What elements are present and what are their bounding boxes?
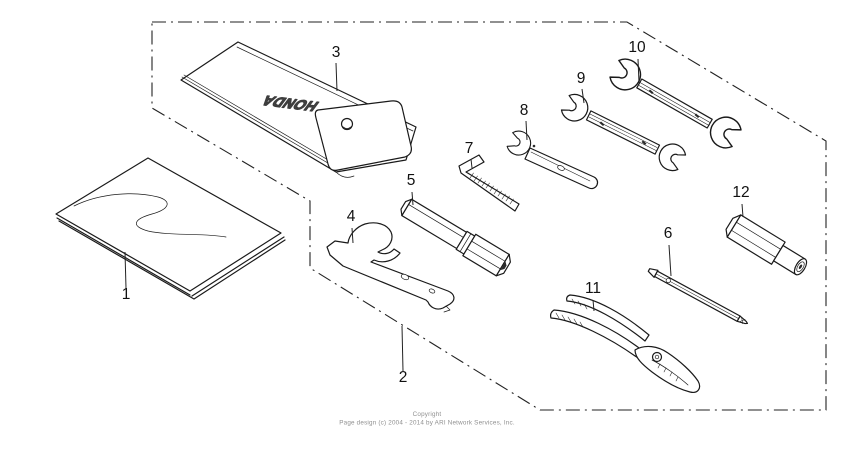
callout-2-leader bbox=[401, 325, 404, 372]
callout-6[interactable]: 6 bbox=[664, 225, 673, 242]
callout-3-leader bbox=[335, 62, 338, 92]
callout-4-leader bbox=[351, 227, 354, 244]
callout-5-leader bbox=[411, 191, 414, 206]
callout-7[interactable]: 7 bbox=[465, 140, 474, 157]
part-2-tool-case-outline bbox=[151, 21, 827, 411]
part-12-socket-driver bbox=[725, 214, 808, 276]
callout-1-leader bbox=[124, 251, 127, 289]
footer-copyright-line2: Page design (c) 2004 - 2014 by ARI Netwo… bbox=[339, 420, 515, 427]
callout-8[interactable]: 8 bbox=[520, 102, 529, 119]
callout-1[interactable]: 1 bbox=[122, 286, 131, 303]
callout-10-leader bbox=[637, 58, 640, 84]
callout-9[interactable]: 9 bbox=[577, 70, 586, 87]
callout-12[interactable]: 12 bbox=[732, 184, 749, 201]
callout-2[interactable]: 2 bbox=[399, 369, 408, 386]
callout-3[interactable]: 3 bbox=[332, 44, 341, 61]
callout-9-leader bbox=[581, 88, 585, 104]
callout-6-leader bbox=[668, 244, 672, 277]
callout-12-leader bbox=[741, 203, 744, 218]
part-8-open-end-wrench bbox=[504, 127, 599, 190]
part-7-hex-key bbox=[458, 154, 520, 212]
part-10-double-open-end-wrench bbox=[606, 54, 745, 153]
footer-copyright-line1: Copyright bbox=[413, 411, 442, 418]
part-1-owners-manual bbox=[55, 157, 286, 300]
part-9-double-open-end-wrench bbox=[558, 90, 689, 175]
callout-10[interactable]: 10 bbox=[628, 39, 646, 56]
callout-5[interactable]: 5 bbox=[407, 172, 416, 189]
brand-text: HONDA bbox=[258, 92, 322, 113]
callout-11[interactable]: 11 bbox=[585, 280, 601, 297]
callout-7-leader bbox=[470, 158, 473, 169]
part-6-screwdriver bbox=[647, 268, 749, 325]
pouch-snap-button bbox=[340, 117, 354, 131]
pliers-pivot-bolt bbox=[651, 351, 663, 363]
callout-8-leader bbox=[525, 120, 528, 141]
callout-11-leader bbox=[592, 299, 595, 312]
callout-4[interactable]: 4 bbox=[347, 208, 356, 225]
part-4-hook-wrench bbox=[326, 222, 455, 313]
part-11-pliers bbox=[550, 294, 701, 393]
part-5-spark-plug-wrench bbox=[400, 198, 511, 277]
part-3-tool-pouch: HONDA bbox=[180, 41, 417, 178]
